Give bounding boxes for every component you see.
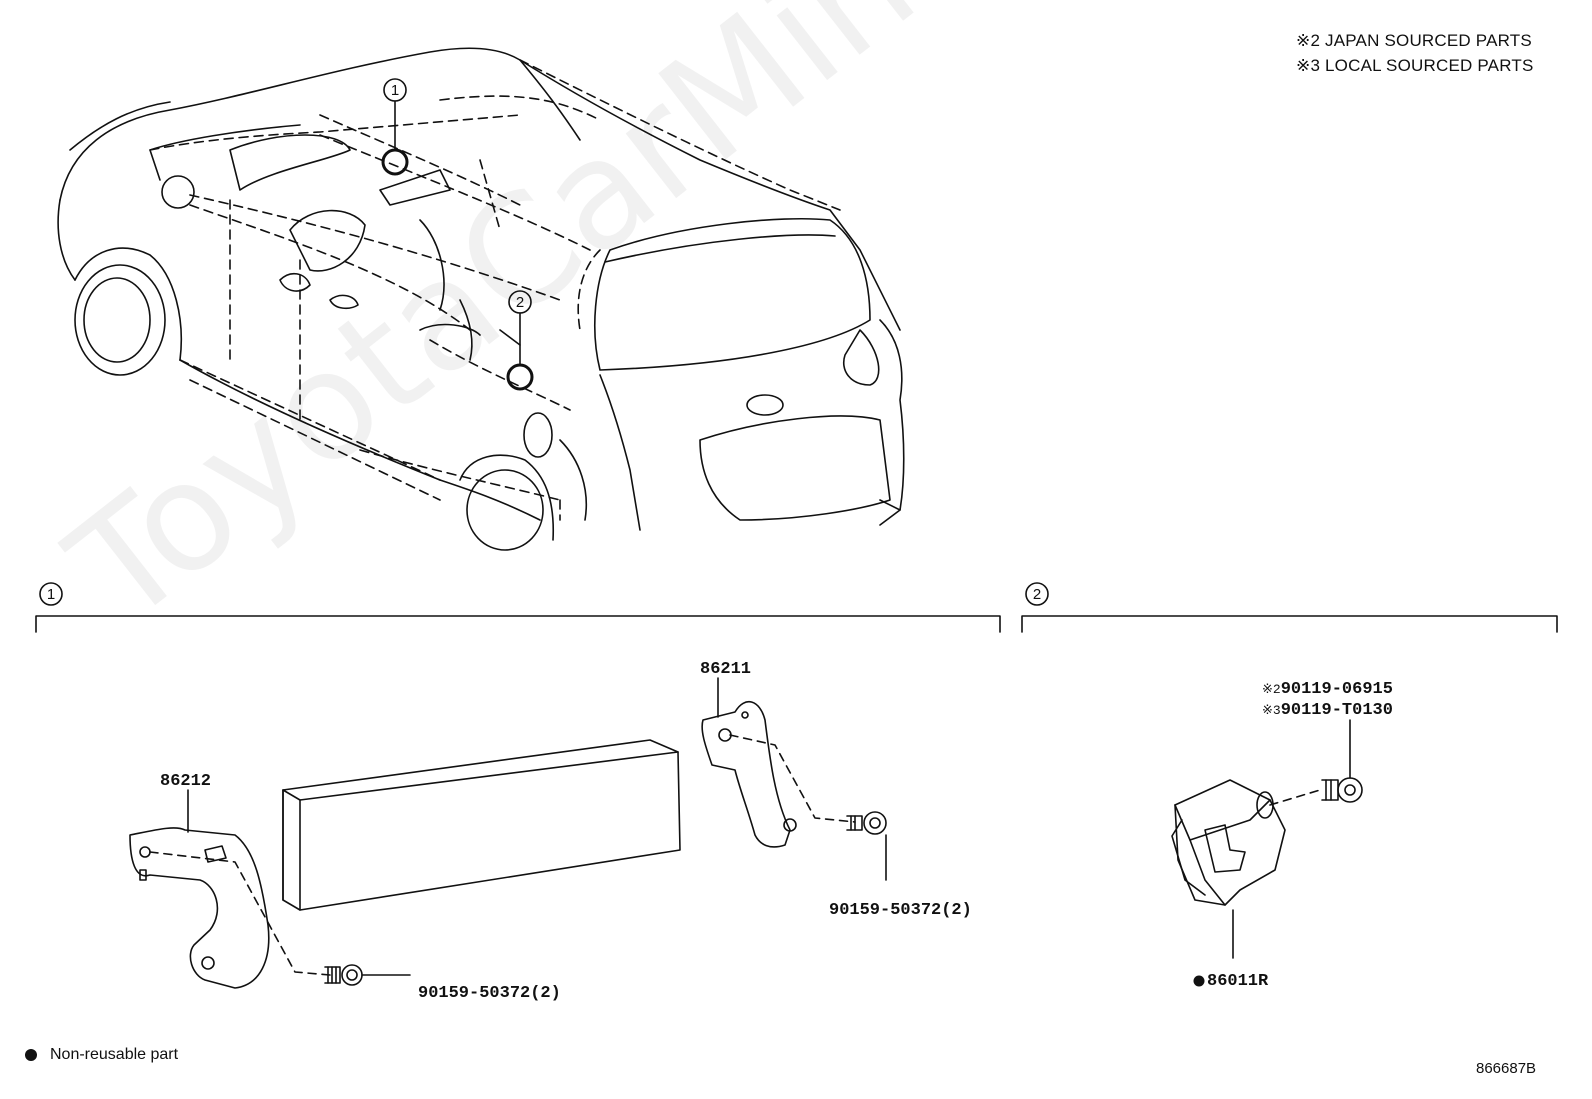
part-number-bolt-local: 90119-T0130 [1280,701,1393,720]
amplifier-86011R [1171,779,1286,906]
part-number-86212: 86212 [160,772,212,791]
amp-nonreusable-bullet-icon [1193,975,1205,987]
legend-local: ※3 LOCAL SOURCED PARTS [1296,56,1534,75]
bolt-right [846,811,887,835]
diagram-code: 866687B [1476,1060,1537,1077]
bolt-japan-line: ※290119-06915 [1262,680,1393,699]
section-1-bracket [35,582,1001,633]
bracket-86211 [701,700,797,848]
part-number-bolt-right: 90159-50372(2) [829,901,972,920]
vehicle-callout-markers [381,78,534,391]
vehicle-callout-2-label: 2 [516,294,524,311]
bolt-japan-prefix: ※2 [1262,682,1281,697]
vehicle-callout-1-label: 1 [391,82,399,99]
bolt-local-prefix: ※3 [1262,703,1281,718]
vehicle-outline [57,47,905,551]
nonreusable-note: Non-reusable part [50,1046,179,1063]
bracket-86212-dashed [149,851,331,976]
part-number-86211: 86211 [700,660,752,679]
vehicle-dashed-lines [149,59,841,521]
bracket-86211-dashed [729,734,856,823]
section-1-label: 1 [47,586,55,603]
legend-japan: ※2 JAPAN SOURCED PARTS [1296,31,1532,50]
nonreusable-bullet-icon [25,1049,37,1061]
bolt-amplifier [1321,777,1363,803]
section-2-label: 2 [1033,586,1041,603]
part-number-bolt-japan: 90119-06915 [1280,680,1393,699]
radio-box [282,739,681,911]
part-number-bolt-left: 90159-50372(2) [418,984,561,1003]
amplifier-dashed [1269,789,1321,806]
bracket-86212 [129,827,270,989]
section-2-bracket [1021,582,1558,633]
bolt-local-line: ※390119-T0130 [1262,701,1393,720]
part-number-86011R: 86011R [1207,972,1269,991]
